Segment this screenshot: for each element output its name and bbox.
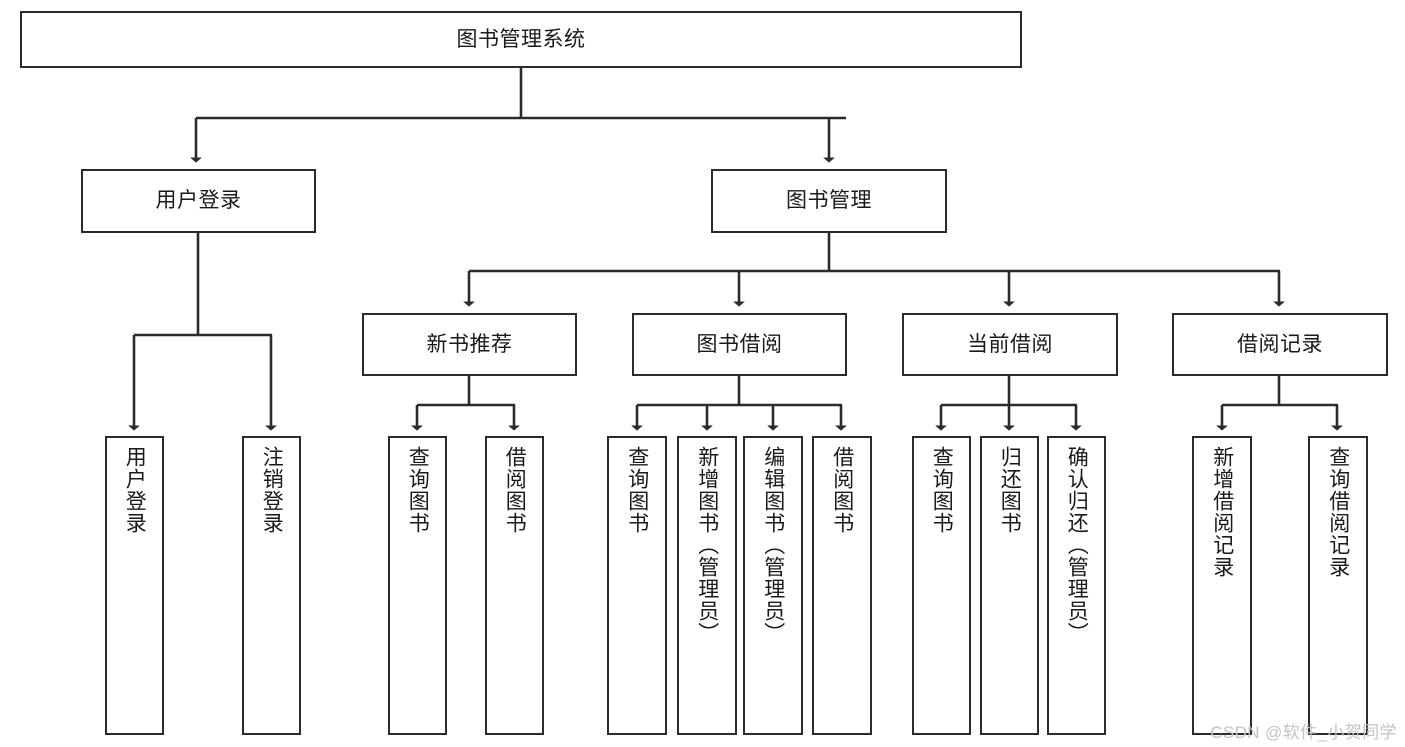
- leaf-add-record[interactable]: 新增借阅记录: [1192, 436, 1252, 735]
- leaf-query-record-label: 查询借阅记录: [1326, 446, 1350, 578]
- leaf-add-book[interactable]: 新增图书（管理员）: [677, 436, 737, 735]
- leaf-confirm-return[interactable]: 确认归还（管理员）: [1047, 436, 1106, 735]
- leaf-add-record-label: 新增借阅记录: [1210, 446, 1234, 578]
- leaf-query-book-1[interactable]: 查询图书: [388, 436, 447, 735]
- node-current-borrow[interactable]: 当前借阅: [902, 313, 1118, 376]
- node-user-login-label: 用户登录: [155, 189, 242, 213]
- node-new-book-recommend-label: 新书推荐: [426, 332, 513, 356]
- node-new-book-recommend[interactable]: 新书推荐: [362, 313, 577, 376]
- node-root-label: 图书管理系统: [456, 27, 586, 51]
- leaf-query-record[interactable]: 查询借阅记录: [1308, 436, 1368, 735]
- node-book-management-label: 图书管理: [786, 189, 872, 213]
- leaf-add-book-label: 新增图书（管理员）: [695, 446, 719, 644]
- leaf-edit-book-label: 编辑图书（管理员）: [761, 446, 785, 644]
- leaf-confirm-return-label: 确认归还（管理员）: [1065, 446, 1089, 644]
- node-book-borrow-label: 图书借阅: [696, 332, 783, 356]
- leaf-user-login[interactable]: 用户登录: [105, 436, 164, 735]
- leaf-borrow-book-1-label: 借阅图书: [503, 446, 527, 534]
- leaf-user-logout-label: 注销登录: [260, 446, 284, 534]
- node-root[interactable]: 图书管理系统: [20, 11, 1022, 68]
- node-borrow-record-label: 借阅记录: [1237, 332, 1323, 356]
- leaf-borrow-book-2-label: 借阅图书: [830, 446, 854, 534]
- leaf-borrow-book-2[interactable]: 借阅图书: [812, 436, 872, 735]
- leaf-query-book-1-label: 查询图书: [406, 446, 430, 534]
- leaf-edit-book[interactable]: 编辑图书（管理员）: [743, 436, 803, 735]
- node-book-management[interactable]: 图书管理: [711, 169, 947, 233]
- leaf-return-book-label: 归还图书: [998, 446, 1022, 534]
- node-book-borrow[interactable]: 图书借阅: [632, 313, 847, 376]
- leaf-query-book-3-label: 查询图书: [930, 446, 954, 534]
- leaf-user-logout[interactable]: 注销登录: [242, 436, 301, 735]
- leaf-query-book-2[interactable]: 查询图书: [607, 436, 667, 735]
- leaf-borrow-book-1[interactable]: 借阅图书: [485, 436, 544, 735]
- leaf-query-book-2-label: 查询图书: [625, 446, 649, 534]
- leaf-return-book[interactable]: 归还图书: [980, 436, 1039, 735]
- node-borrow-record[interactable]: 借阅记录: [1172, 313, 1388, 376]
- leaf-query-book-3[interactable]: 查询图书: [912, 436, 971, 735]
- node-user-login[interactable]: 用户登录: [81, 169, 316, 233]
- node-current-borrow-label: 当前借阅: [967, 332, 1053, 356]
- watermark: CSDN @软件_小贺同学: [1210, 723, 1397, 742]
- leaf-user-login-label: 用户登录: [123, 446, 147, 534]
